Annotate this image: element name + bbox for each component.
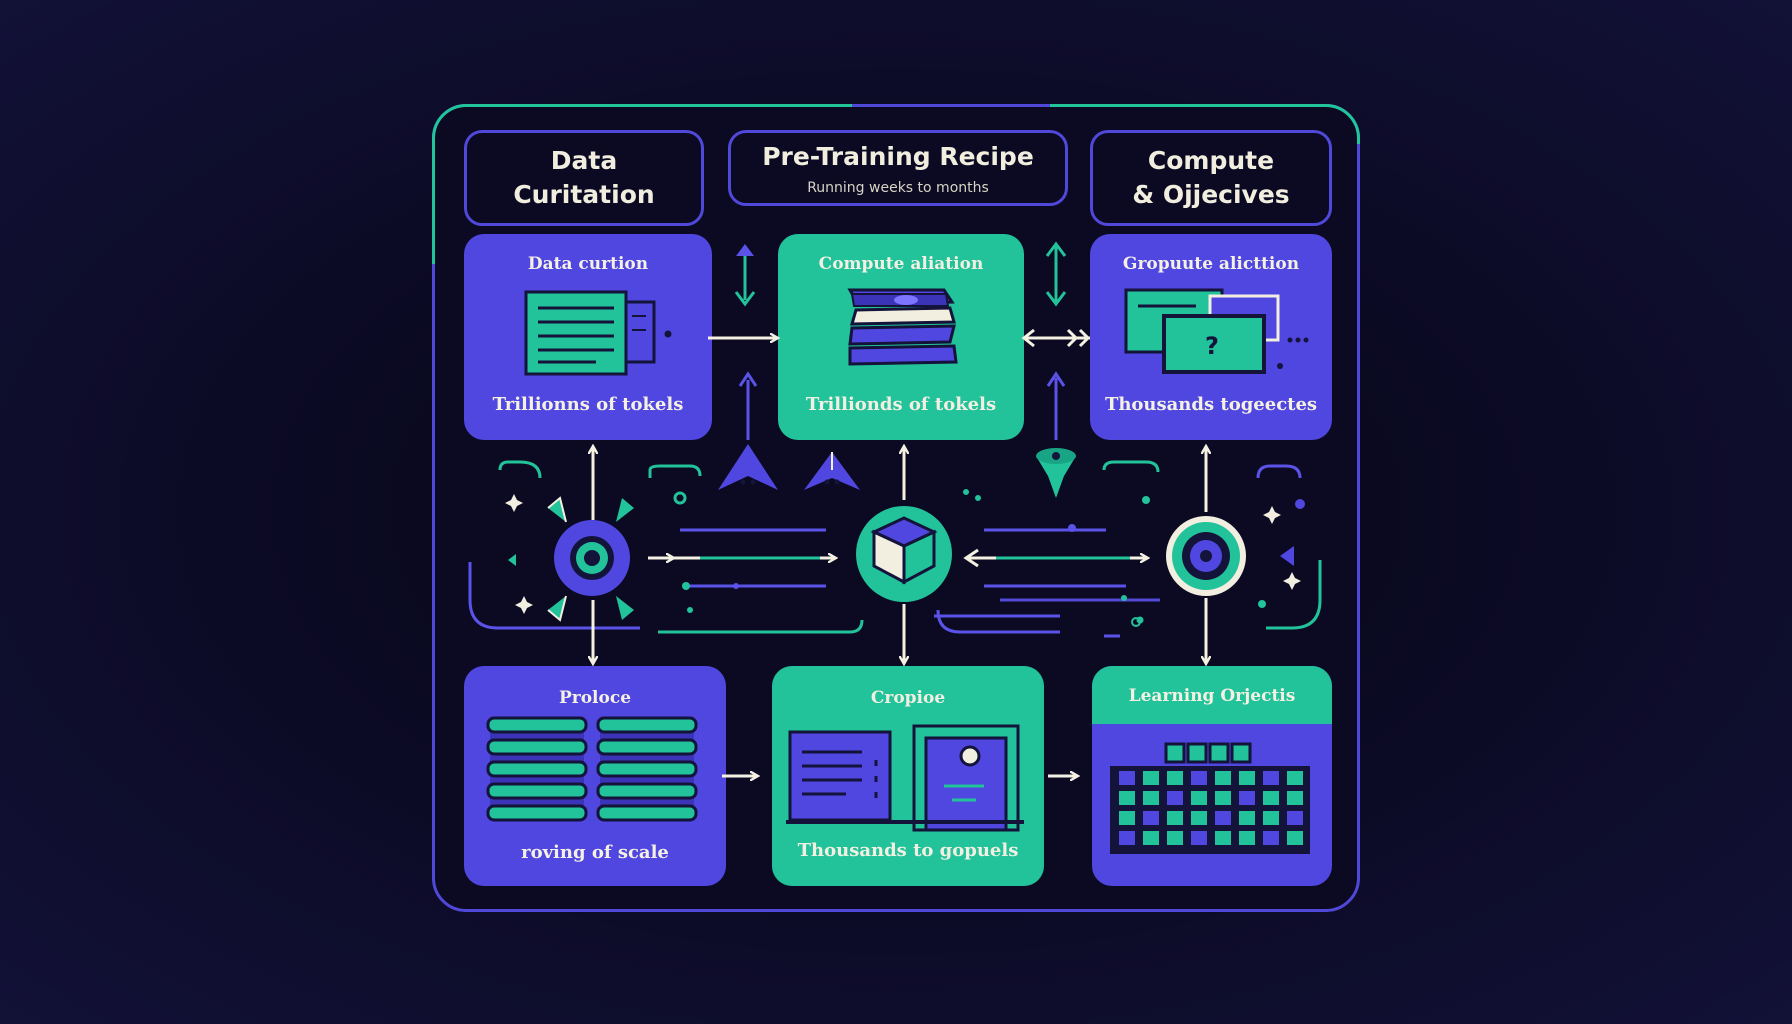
grid-cell: [1141, 769, 1161, 787]
frame-accent-top-left: [432, 104, 852, 264]
grid-cell: [1189, 769, 1209, 787]
grid-cell: [1117, 829, 1137, 847]
grid-cell: [1237, 769, 1257, 787]
header-data-curation: Data Curitation: [464, 130, 704, 226]
up-arrow-purple-right: [1036, 371, 1076, 498]
double-arrow-left: [734, 244, 756, 307]
card-title: Proloce: [558, 688, 632, 708]
grid-cell: [1261, 809, 1281, 827]
document-stack-icon: [524, 290, 672, 376]
card-title: Gropuute alicttion: [1122, 254, 1300, 274]
grid-cell: [1189, 789, 1209, 807]
card-title: Cropioe: [870, 688, 946, 708]
card-title: Data curtion: [527, 254, 649, 274]
header-title-line2: & Ojjecives: [1132, 180, 1290, 209]
grid-cell: [1285, 829, 1305, 847]
grid-cell: [1117, 809, 1137, 827]
card-title-band: [1092, 666, 1332, 724]
grid-cell: [1237, 829, 1257, 847]
grid-cell: [1141, 809, 1161, 827]
up-arrow-purple-center: [804, 452, 860, 490]
middle-flow-lines: [650, 524, 1160, 625]
grid-cell: [1186, 742, 1208, 764]
cube-icon: [856, 506, 952, 602]
card-title: Learning Orjectis: [1128, 686, 1296, 706]
middle-connectors: [468, 460, 1322, 638]
grid-cell: [1165, 769, 1185, 787]
screen-panel-icon: [786, 724, 1024, 832]
grid-cell: [1208, 742, 1230, 764]
grid-cell: [1117, 789, 1137, 807]
book-stack-icon: [847, 288, 958, 366]
grid-cell: [1237, 809, 1257, 827]
double-arrow-right: [1045, 241, 1067, 307]
grid-cell: [1164, 742, 1186, 764]
card-caption: Thousands togeectes: [1104, 394, 1318, 415]
grid-cell: [1165, 809, 1185, 827]
double-arrow-compute-to-objectives: [1021, 328, 1091, 348]
header-title: Pre-Training Recipe: [762, 142, 1034, 171]
header-title-line1: Data: [550, 146, 618, 175]
grid-matrix-icon: [1110, 742, 1310, 854]
header-title-line2: Curitation: [513, 180, 655, 209]
monitor-question-icon: ?: [1124, 288, 1309, 374]
target-ring-icon: [547, 496, 634, 622]
grid-cell: [1285, 789, 1305, 807]
grid-cell: [1189, 829, 1209, 847]
eye-ring-icon: [1166, 516, 1294, 596]
sparkle-decorations: [505, 489, 1305, 627]
card-caption: Trillionns of tokels: [492, 394, 684, 415]
grid-cell: [1213, 829, 1233, 847]
header-compute-objectives: Compute & Ojjecives: [1090, 130, 1332, 226]
header-subtitle: Running weeks to months: [807, 180, 989, 196]
card-caption: roving of scale: [521, 842, 669, 863]
grid-cell: [1285, 809, 1305, 827]
grid-cell: [1165, 829, 1185, 847]
grid-cell: [1165, 789, 1185, 807]
grid-cell: [1261, 829, 1281, 847]
grid-cell: [1285, 769, 1305, 787]
grid-cell: [1261, 769, 1281, 787]
up-arrow-purple-left: [718, 371, 778, 490]
grid-cell: [1213, 789, 1233, 807]
grid-cell: [1261, 789, 1281, 807]
grid-cell: [1117, 769, 1137, 787]
grid-cell: [1237, 789, 1257, 807]
grid-cell: [1213, 769, 1233, 787]
grid-cell: [1189, 809, 1209, 827]
grid-cell: [1213, 809, 1233, 827]
header-title-line1: Compute: [1147, 146, 1275, 175]
grid-cell: [1141, 829, 1161, 847]
card-title: Compute aliation: [818, 254, 984, 274]
svg-text:?: ?: [1205, 332, 1219, 360]
grid-cell: [1230, 742, 1252, 764]
grid-cell: [1141, 789, 1161, 807]
card-caption: Trillionds of tokels: [805, 394, 997, 415]
header-pre-training-recipe: Pre-Training Recipe Running weeks to mon…: [728, 130, 1068, 206]
card-caption: Thousands to gopuels: [797, 840, 1019, 861]
server-rack-icon: [486, 716, 698, 822]
